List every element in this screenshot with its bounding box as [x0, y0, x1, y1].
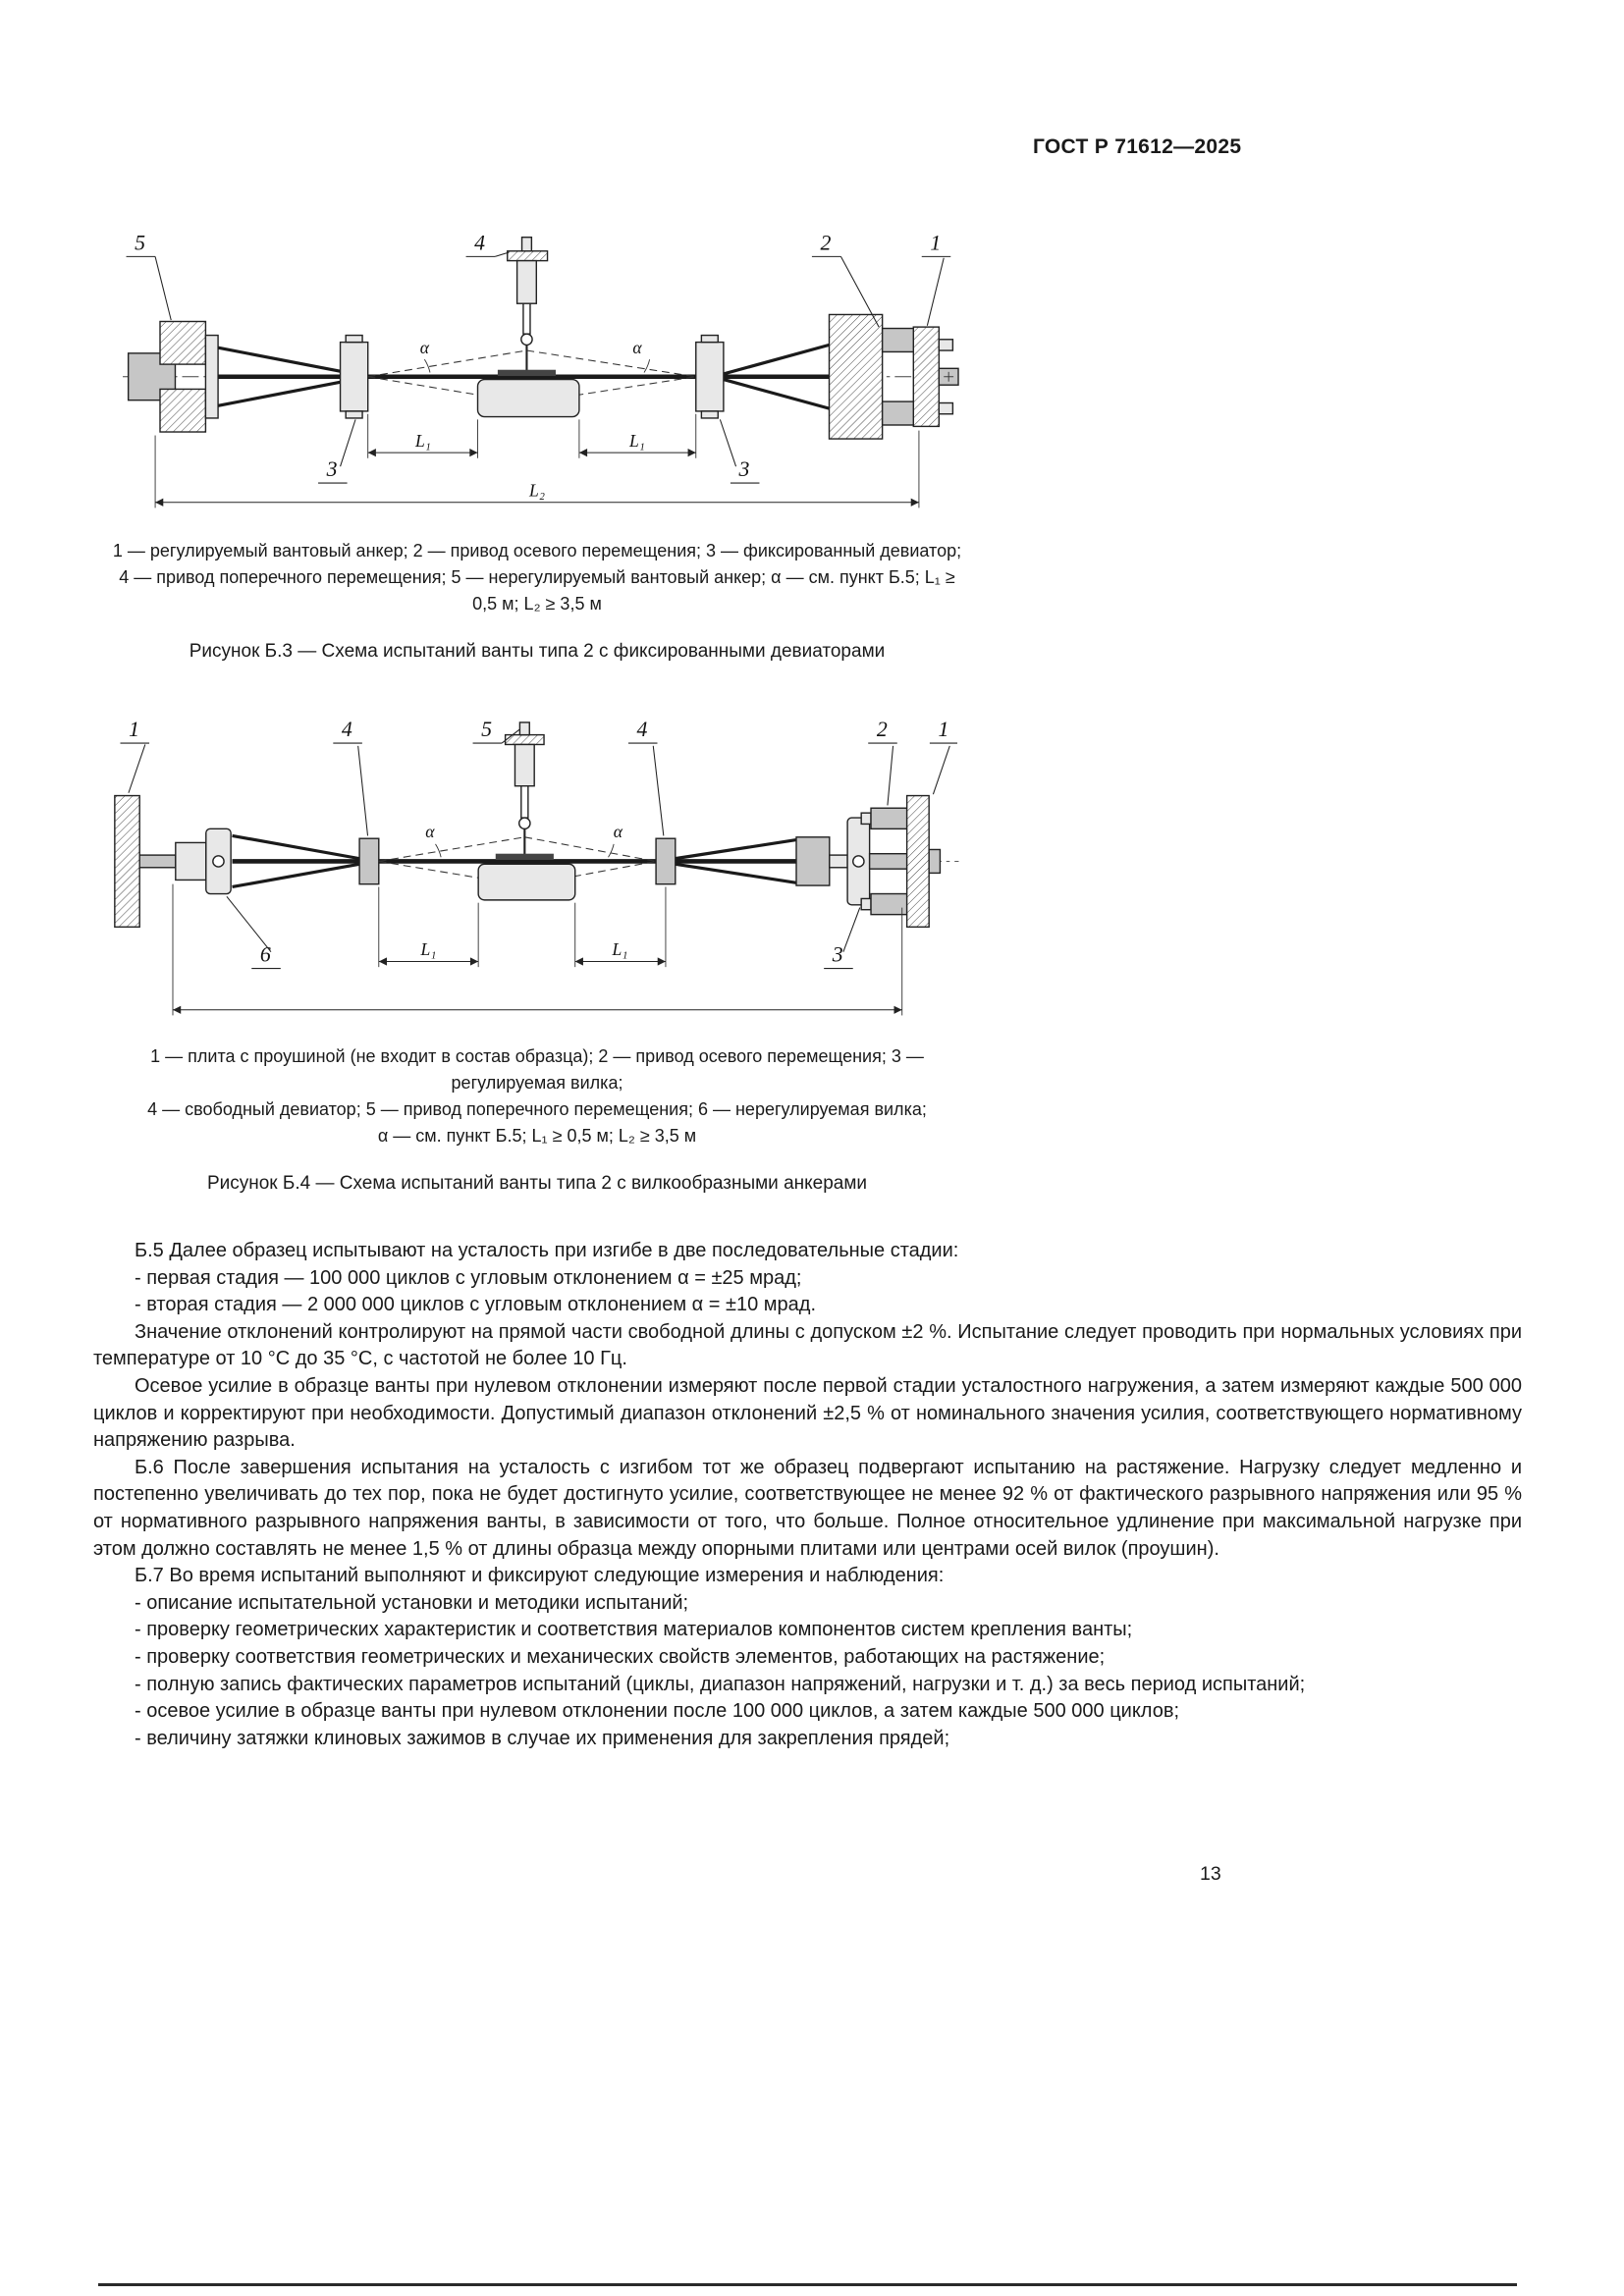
list-item: - величину затяжки клиновых зажимов в сл…	[135, 1727, 950, 1749]
scan-edge-line	[98, 2283, 1517, 2286]
l1-label: L₁	[612, 939, 628, 959]
right-anchor-assembly	[795, 794, 942, 929]
paragraph-b7: Б.7 Во время испытаний выполняют и фикси…	[135, 1565, 945, 1587]
alpha-label: α	[420, 338, 430, 357]
callout-1: 1	[938, 718, 948, 741]
dimension-l1	[378, 886, 667, 968]
callout-3: 3	[738, 457, 750, 481]
cable	[217, 343, 830, 410]
dimension-l1	[367, 413, 697, 458]
l1-label: L₁	[628, 431, 645, 451]
callout-1: 1	[930, 231, 941, 254]
list-item: - проверку геометрических характеристик …	[135, 1619, 1133, 1641]
callout-5: 5	[481, 718, 492, 741]
callout-3: 3	[326, 457, 338, 481]
document-code: ГОСТ Р 71612—2025	[1033, 135, 1242, 158]
callout-3: 3	[832, 943, 843, 967]
callouts: 1 4 5 4 2 1 6	[120, 718, 958, 970]
paragraph: Значение отклонений контролируют на прям…	[93, 1320, 1522, 1370]
left-deviator	[358, 837, 380, 885]
left-eye-plate	[114, 794, 207, 929]
deflection-lines	[378, 836, 657, 886]
dimension-l2	[154, 430, 920, 508]
l1-label: L₁	[420, 939, 437, 959]
transverse-actuator	[495, 721, 554, 861]
figure-b4-legend: 1 — плита с проушиной (не входит в соста…	[105, 1043, 969, 1149]
callout-5: 5	[135, 231, 145, 254]
l2-label: L₂	[528, 480, 545, 500]
callout-4: 4	[474, 231, 485, 254]
paragraph: Осевое усилие в образце ванты при нулево…	[93, 1374, 1522, 1452]
transverse-actuator	[497, 236, 556, 377]
page-number: 13	[1200, 1863, 1221, 1885]
alpha-label: α	[614, 822, 623, 841]
cable	[232, 833, 830, 889]
figure-b4: α α	[105, 706, 969, 1195]
figure-b3-diagram: α α	[123, 231, 959, 508]
callout-1: 1	[129, 718, 139, 741]
alpha-label: α	[425, 822, 435, 841]
figure-b4-caption: Рисунок Б.4 — Схема испытаний ванты типа…	[206, 1173, 868, 1194]
left-anchor	[127, 320, 219, 433]
callouts: 5 4 2 1 3 3	[126, 231, 951, 484]
body-text: Б.5 Далее образец испытывают на усталост…	[93, 1238, 1522, 1752]
callout-4: 4	[637, 718, 648, 741]
legend-line: α — см. пункт Б.5; L₁ ≥ 0,5 м; L₂ ≥ 3,5 …	[377, 1126, 697, 1146]
l1-label: L₁	[414, 431, 431, 451]
legend-line: 4 — привод поперечного перемещения; 5 — …	[119, 567, 955, 614]
list-item: - вторая стадия — 2 000 000 циклов с угл…	[135, 1294, 817, 1316]
callout-4: 4	[342, 718, 352, 741]
legend-line: 4 — свободный девиатор; 5 — привод попер…	[147, 1099, 927, 1119]
figure-b3-caption: Рисунок Б.3 — Схема испытаний ванты типа…	[189, 641, 886, 662]
callout-2: 2	[877, 718, 888, 741]
legend-line: 1 — регулируемый вантовый анкер; 2 — при…	[112, 541, 962, 561]
legend-line: 1 — плита с проушиной (не входит в соста…	[150, 1046, 924, 1093]
callout-2: 2	[821, 231, 832, 254]
central-clamp	[477, 863, 576, 901]
list-item: - первая стадия — 100 000 циклов с углов…	[135, 1266, 802, 1289]
list-item: - проверку соответствия геометрических и…	[135, 1645, 1106, 1668]
central-clamp	[476, 378, 580, 418]
left-deviator	[339, 334, 369, 419]
page-content: α α	[93, 218, 1522, 1752]
list-item: - полную запись фактических параметров и…	[135, 1673, 1306, 1695]
dimension-overall	[172, 883, 903, 1016]
figure-b3: α α	[105, 218, 969, 663]
left-fork	[205, 828, 232, 895]
right-anchor-assembly	[828, 313, 959, 440]
right-deviator	[695, 334, 725, 419]
figure-b3-legend: 1 — регулируемый вантовый анкер; 2 — при…	[105, 538, 969, 617]
right-deviator	[655, 837, 677, 885]
list-item: - осевое усилие в образце ванты при нуле…	[135, 1700, 1179, 1723]
figure-b4-diagram: α α	[114, 718, 959, 1016]
callout-6: 6	[260, 943, 271, 967]
paragraph-b5: Б.5 Далее образец испытывают на усталост…	[135, 1240, 959, 1261]
alpha-label: α	[632, 338, 642, 357]
paragraph-b6: Б.6 После завершения испытания на устало…	[93, 1456, 1522, 1560]
list-item: - описание испытательной установки и мет…	[135, 1591, 689, 1614]
